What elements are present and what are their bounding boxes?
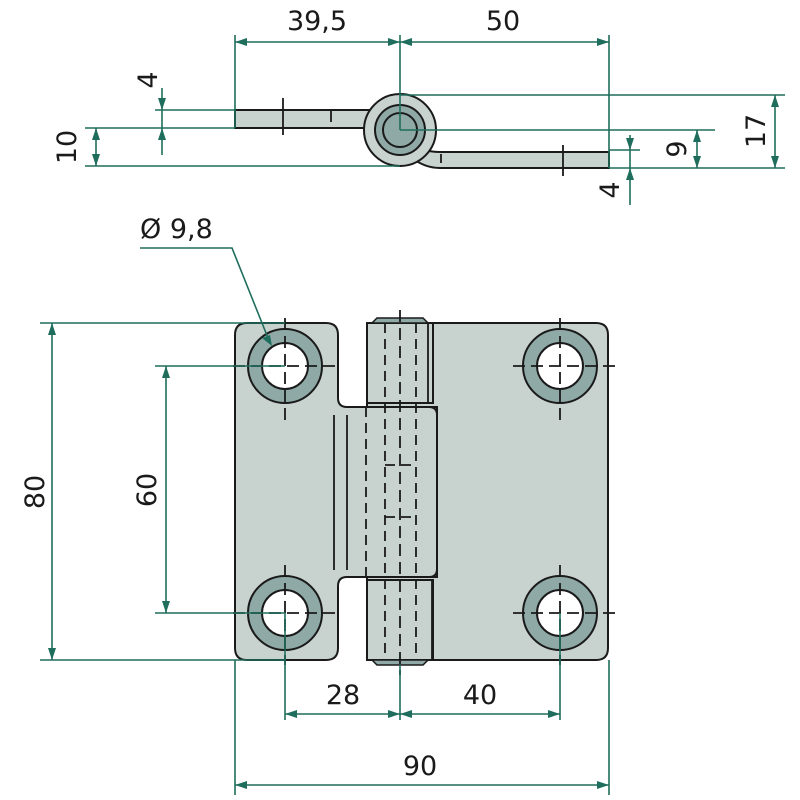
- dim-17: 17: [741, 114, 772, 148]
- dim-9: 9: [662, 140, 693, 157]
- dim-4-top: 4: [133, 71, 164, 88]
- dim-28: 28: [326, 680, 360, 711]
- dim-hole-diameter: Ø 9,8: [140, 214, 213, 245]
- front-dimensions: [40, 247, 610, 795]
- dim-39-5: 39,5: [287, 6, 347, 37]
- side-left-leaf: [234, 109, 371, 129]
- side-dimensions: [85, 35, 785, 205]
- dim-40: 40: [463, 680, 497, 711]
- dim-60: 60: [132, 473, 163, 507]
- dim-50: 50: [486, 6, 520, 37]
- dim-90: 90: [403, 751, 437, 782]
- dim-4-bottom: 4: [595, 181, 626, 198]
- dim-80: 80: [20, 475, 51, 509]
- side-view: [234, 93, 610, 176]
- dim-10: 10: [52, 130, 83, 164]
